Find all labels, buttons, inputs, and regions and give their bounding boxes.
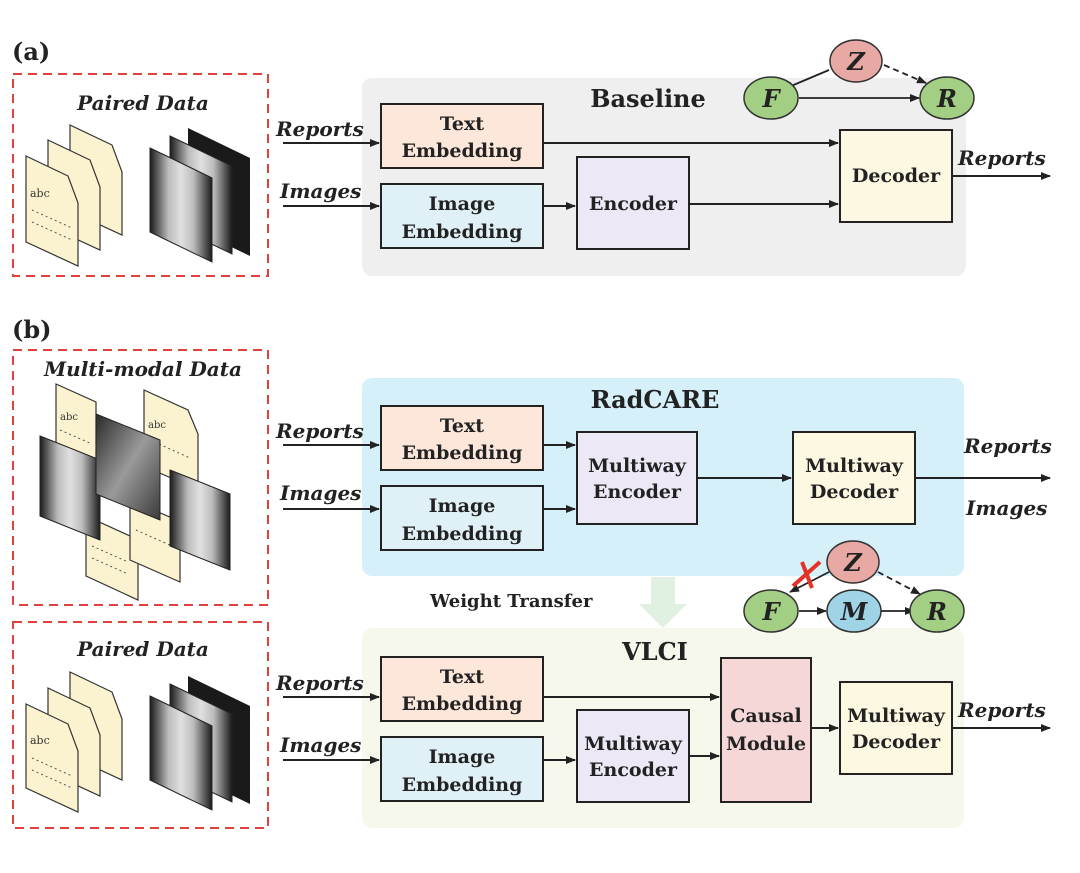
image-embedding-box-b2: [380, 736, 544, 802]
text-embedding-label-a2: Embedding: [402, 140, 523, 162]
weight-transfer-arrow: [639, 577, 687, 628]
node-r-a: [919, 76, 975, 120]
encoder-label-a: Encoder: [589, 193, 678, 215]
node-f-b: [743, 589, 799, 633]
multiway-encoder-label-b1b: Encoder: [593, 481, 682, 503]
weight-transfer-label: Weight Transfer: [429, 591, 593, 612]
image-embedding-box-b1: [380, 485, 544, 551]
paired-data-box-a: [12, 73, 269, 277]
multiway-decoder-label-b2a: Multiway: [847, 705, 946, 727]
causal-module-label-b: Module: [726, 733, 806, 755]
node-r-label-a: R: [936, 84, 957, 113]
paired-data-title-a: Paired Data: [76, 91, 209, 115]
images-input-label-b2: Images: [279, 733, 361, 757]
image-embedding-label-b2b: Embedding: [402, 774, 523, 796]
text-embedding-box-b2: [380, 656, 544, 722]
text-embedding-label-b2b: Embedding: [402, 693, 523, 715]
node-z-label-b: Z: [843, 548, 863, 577]
reports-output-label-b2: Reports: [957, 698, 1046, 722]
report-documents-b: abc: [25, 671, 123, 813]
causal-module-box: [720, 657, 812, 803]
node-z-label-a: Z: [846, 47, 866, 76]
xray-images-a: [149, 128, 250, 263]
causal-module-label-a: Causal: [730, 705, 801, 727]
report-documents-a: abc: [25, 124, 123, 267]
decoder-box-a: [839, 129, 953, 223]
decoder-label-a: Decoder: [852, 165, 941, 187]
xray-images-b: [149, 676, 250, 811]
multimodal-data-box: [12, 349, 269, 606]
image-embedding-label-a2: Embedding: [402, 221, 523, 243]
doc-text-b2: abc: [148, 420, 166, 431]
image-embedding-label-b2a: Image: [429, 746, 496, 768]
radcare-title: RadCARE: [591, 385, 720, 414]
multiway-encoder-label-b1a: Multiway: [588, 455, 687, 477]
image-embedding-box-a: [380, 183, 544, 249]
doc-text-a: abc: [30, 187, 50, 200]
text-embedding-label-b1a: Text: [440, 415, 484, 437]
reports-output-label-b1: Reports: [963, 434, 1052, 458]
encoder-box-a: [576, 156, 690, 250]
node-m-label-b: M: [840, 597, 869, 626]
multiway-decoder-label-b1b: Decoder: [810, 481, 899, 503]
text-embedding-box-a: [380, 103, 544, 169]
node-r-b: [909, 589, 965, 633]
image-embedding-label-b1b: Embedding: [402, 523, 523, 545]
text-embedding-label-b2a: Text: [440, 666, 484, 688]
reports-input-label-a: Reports: [275, 117, 364, 141]
text-embedding-box-b1: [380, 405, 544, 471]
text-embedding-label-a1: Text: [440, 113, 484, 135]
multimodal-collage: abc abc: [39, 383, 231, 601]
node-f-label-b: F: [761, 597, 781, 626]
paired-data-box-b: [12, 621, 269, 829]
reports-input-label-b2: Reports: [275, 671, 364, 695]
multiway-encoder-box-b1: [576, 431, 698, 525]
node-f-label-a: F: [761, 84, 781, 113]
panel-b-label: (b): [12, 315, 52, 344]
multiway-decoder-box-b2: [839, 681, 953, 775]
reports-input-label-b1: Reports: [275, 419, 364, 443]
multiway-encoder-label-b2a: Multiway: [584, 733, 683, 755]
node-m-b: [826, 589, 882, 633]
panel-a-label: (a): [12, 37, 50, 66]
multimodal-data-title: Multi-modal Data: [43, 357, 242, 381]
images-input-label-a: Images: [279, 179, 361, 203]
node-z-b: [826, 540, 880, 584]
node-r-label-b: R: [926, 597, 947, 626]
doc-text-b3: abc: [30, 734, 50, 747]
vlci-title: VLCI: [621, 637, 688, 666]
paired-data-title-b: Paired Data: [76, 637, 209, 661]
multiway-decoder-label-b1a: Multiway: [805, 455, 904, 477]
node-f-a: [743, 76, 799, 120]
image-embedding-label-a1: Image: [429, 193, 496, 215]
multiway-encoder-box-b2: [576, 709, 690, 803]
multiway-decoder-box-b1: [792, 431, 916, 525]
doc-text-b1: abc: [60, 412, 78, 423]
causal-graph-a: Z F R: [743, 39, 975, 120]
text-embedding-label-b1b: Embedding: [402, 442, 523, 464]
multiway-encoder-label-b2b: Encoder: [589, 759, 678, 781]
multiway-decoder-label-b2b: Decoder: [852, 731, 941, 753]
images-output-label-b1: Images: [965, 496, 1047, 520]
causal-graph-b: Z F M R: [743, 540, 965, 633]
baseline-title: Baseline: [590, 84, 706, 113]
images-input-label-b1: Images: [279, 481, 361, 505]
reports-output-label-a: Reports: [957, 146, 1046, 170]
image-embedding-label-b1a: Image: [429, 495, 496, 517]
node-z-a: [829, 39, 883, 83]
